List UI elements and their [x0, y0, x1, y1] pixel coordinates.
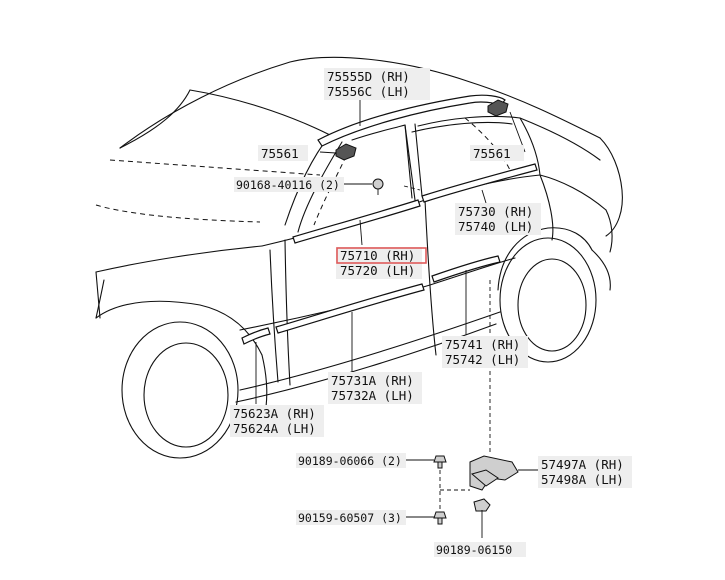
highlight-box — [336, 247, 427, 264]
label-75710-rh: 75710 (RH) — [340, 248, 415, 263]
label-90159-text: 90159-60507 (3) — [298, 511, 402, 525]
bolt-90159 — [433, 511, 447, 525]
label-75555: 75555D (RH) 75556C (LH) — [324, 68, 430, 100]
label-75561-left: 75561 — [258, 145, 308, 161]
car-outline — [95, 56, 623, 459]
front-door-side-molding — [275, 283, 425, 334]
label-90159: 90159-60507 (3) — [296, 510, 406, 525]
label-90189a: 90189-06066 (2) — [296, 453, 406, 468]
rear-door-side-molding — [431, 255, 501, 283]
label-90189b: 90189-06150 — [434, 542, 526, 557]
label-75561-left-text: 75561 — [261, 146, 299, 161]
label-75731: 75731A (RH) 75732A (LH) — [328, 372, 422, 404]
label-75555-rh: 75555D (RH) — [327, 69, 410, 84]
rear-door-belt-molding — [421, 163, 538, 203]
label-75741-lh: 75742 (LH) — [445, 352, 520, 367]
front-door-belt-molding — [292, 199, 421, 244]
label-75741-rh: 75741 (RH) — [445, 337, 520, 352]
screw-90168 — [372, 178, 384, 195]
label-90189a-text: 90189-06066 (2) — [298, 454, 402, 468]
bolt-90189a — [433, 455, 447, 469]
label-75623-rh: 75623A (RH) — [233, 406, 316, 421]
label-75730-rh: 75730 (RH) — [458, 204, 533, 219]
clip-right — [487, 99, 509, 117]
label-75710-lh: 75720 (LH) — [340, 263, 415, 278]
label-75730: 75730 (RH) 75740 (LH) — [455, 203, 541, 235]
label-75730-lh: 75740 (LH) — [458, 219, 533, 234]
label-75731-lh: 75732A (LH) — [331, 388, 414, 403]
label-75731-rh: 75731A (RH) — [331, 373, 414, 388]
label-75741: 75741 (RH) 75742 (LH) — [442, 336, 528, 368]
label-75561-right-text: 75561 — [473, 146, 511, 161]
label-90168: 90168-40116 (2) — [234, 177, 344, 192]
fender-molding — [241, 327, 271, 345]
label-57497-rh: 57497A (RH) — [541, 457, 624, 472]
label-75555-lh: 75556C (LH) — [327, 84, 410, 99]
clip-90189b — [473, 498, 491, 512]
clip-left — [335, 143, 357, 161]
label-75561-right: 75561 — [470, 145, 524, 161]
label-75623: 75623A (RH) 75624A (LH) — [230, 405, 324, 437]
label-57497: 57497A (RH) 57498A (LH) — [538, 456, 632, 488]
label-90168-text: 90168-40116 (2) — [236, 178, 340, 192]
label-57497-lh: 57498A (LH) — [541, 472, 624, 487]
label-75623-lh: 75624A (LH) — [233, 421, 316, 436]
label-75710: 75710 (RH) 75720 (LH) — [336, 247, 427, 279]
roof-molding — [317, 94, 506, 147]
label-90189b-text: 90189-06150 — [436, 543, 512, 557]
mudguard-bracket — [469, 455, 519, 491]
